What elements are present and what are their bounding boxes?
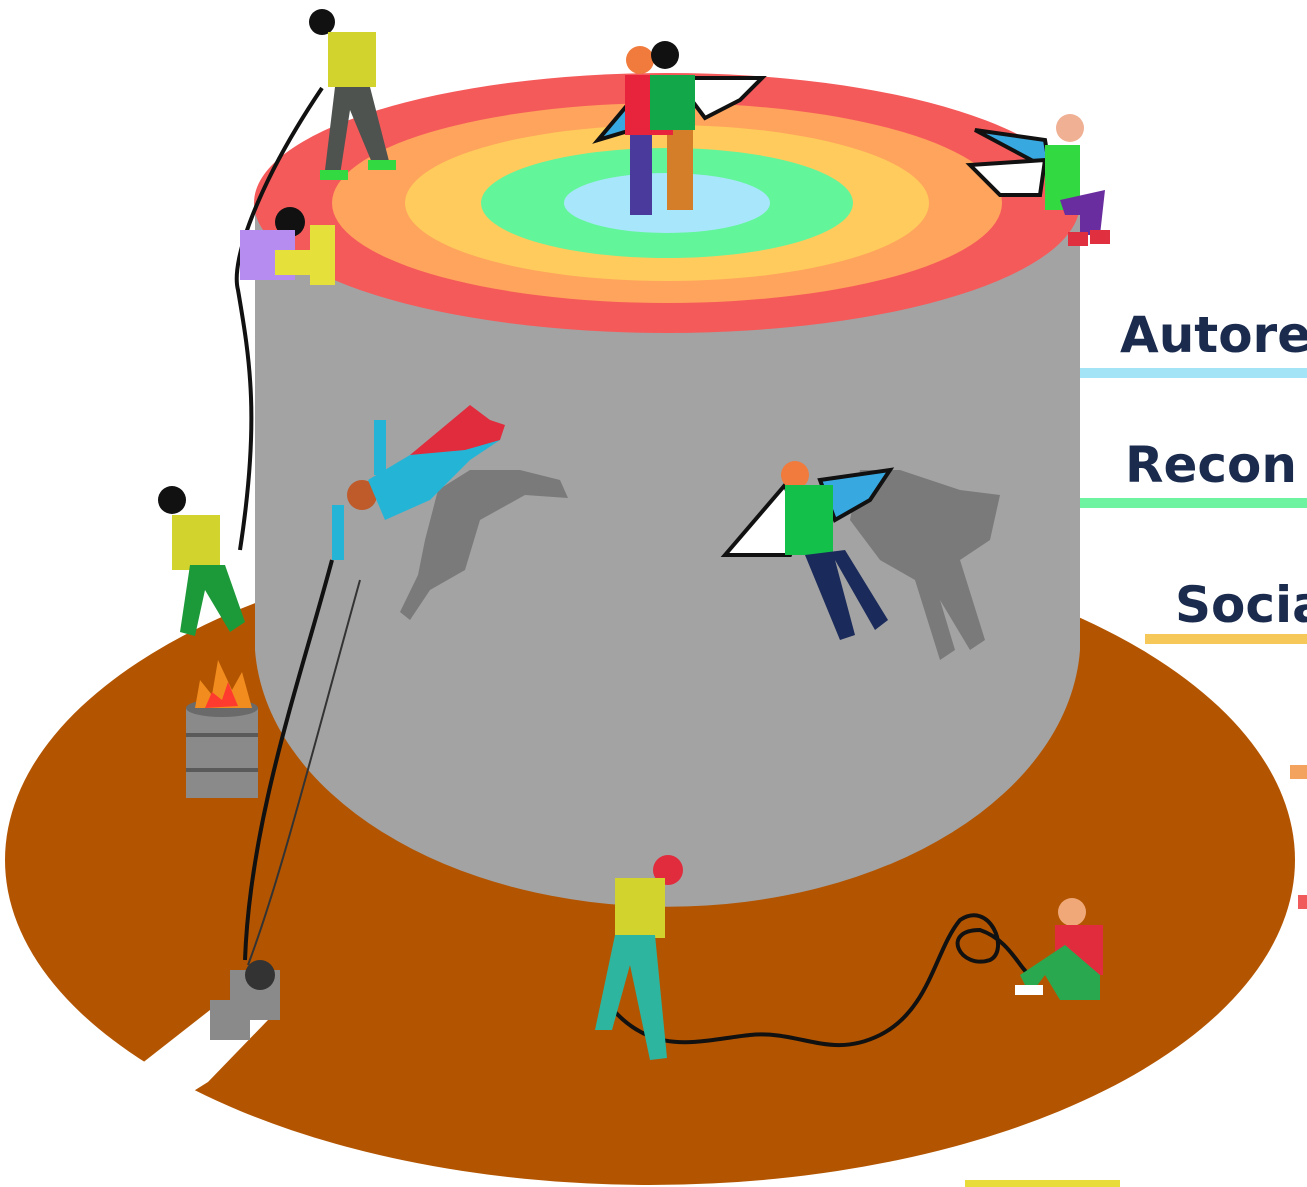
label-bar-socia: [1145, 634, 1307, 644]
label-socia: Socia: [1175, 576, 1307, 634]
hugging-pair: [592, 41, 767, 215]
label-autore: Autore: [1120, 306, 1307, 364]
faller: [332, 405, 505, 560]
climber-top: [309, 9, 396, 180]
bottom-mark: [965, 1180, 1120, 1187]
wall-angel: [720, 461, 895, 640]
sitting-angel: [965, 114, 1110, 246]
faller-shadow: [400, 470, 568, 620]
walking-figure: [595, 855, 683, 1060]
fire-icon: [195, 660, 252, 708]
seated-figure: [1015, 898, 1103, 1000]
ledge-climber: [240, 207, 335, 285]
angel-shadow: [850, 470, 1000, 660]
label-bar-autore: [1080, 368, 1307, 378]
label-recon: Recon: [1125, 436, 1297, 494]
belayer: [158, 486, 245, 636]
label-bar-recon: [1080, 498, 1307, 508]
collapsed-figure: [210, 960, 280, 1040]
fire-barrel: [186, 660, 258, 798]
faller-rope: [243, 559, 334, 961]
faller-rope-2: [247, 579, 361, 966]
edge-mark-red: [1298, 895, 1307, 909]
seated-rope: [603, 913, 1032, 1048]
cylinder-wall: [255, 200, 1080, 907]
edge-mark-orange: [1290, 765, 1307, 779]
climber-rope: [234, 86, 324, 551]
